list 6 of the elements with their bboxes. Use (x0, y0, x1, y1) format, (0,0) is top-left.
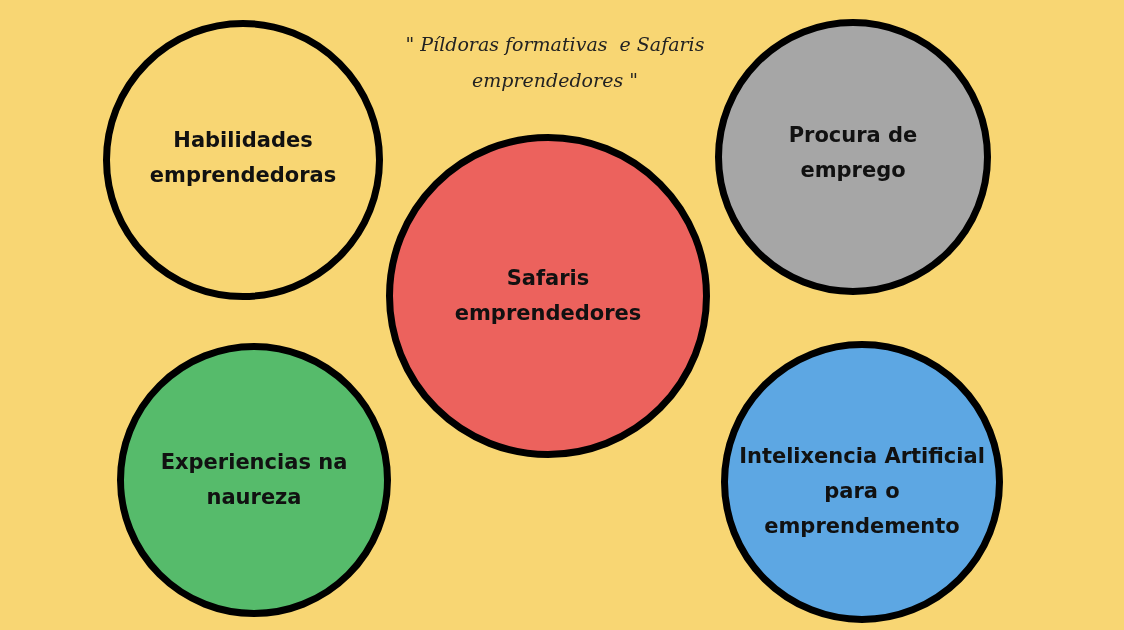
circle-label: Habilidades emprendedoras (148, 127, 338, 189)
circle-label: Safaris emprendedores (453, 265, 643, 327)
title: " Píldoras formativas e Safaris emprendedores " (404, 32, 706, 93)
circle-label: Intelixencia Artificial para o emprendemento (738, 442, 986, 540)
circle-label: Experiencias na naureza (159, 449, 349, 511)
circle-label: Procura de emprego (787, 122, 919, 184)
